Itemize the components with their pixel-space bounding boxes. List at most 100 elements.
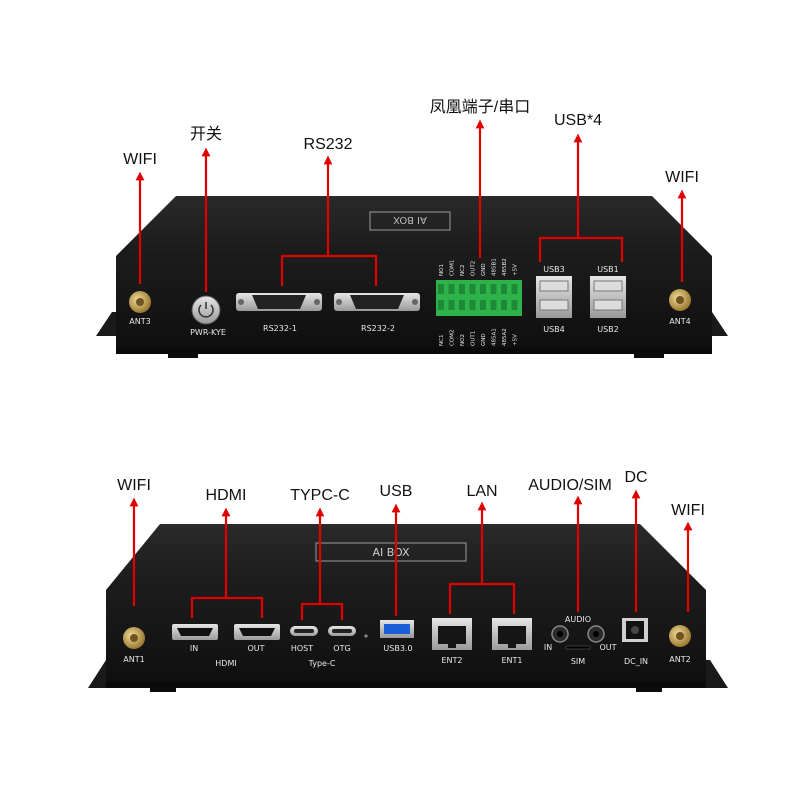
callout-lan: LAN (466, 483, 498, 500)
ent1-label: ENT1 (501, 656, 522, 665)
bracket-typec (300, 602, 344, 620)
hdmi-in-port: IN (172, 624, 218, 653)
ant4-connector: ANT4 (669, 289, 691, 326)
top-device: AI BOX ANT3 PWR-KYE (96, 196, 728, 358)
pwr-label: PWR-KYE (190, 328, 226, 337)
usb1-usb2-stack: USB1 USB2 (590, 265, 626, 334)
terminal-pin (438, 284, 444, 294)
hdmi-out-port: OUT (234, 624, 280, 653)
callout-typec: TYPC-C (290, 487, 350, 504)
terminal-label-bottom: NC1 (439, 335, 445, 346)
ant2-label: ANT2 (669, 655, 690, 664)
usb3-usb4-stack: USB3 USB4 (536, 265, 572, 334)
terminal-label-bottom: 485A2 (502, 328, 508, 346)
typec-host-port: HOST (290, 626, 318, 653)
terminal-label-bottom: +5V (513, 334, 519, 346)
sim-label: SIM (571, 657, 585, 666)
terminal-label-top: NC2 (460, 265, 466, 276)
terminal-pin (469, 284, 476, 294)
terminal-pin (511, 300, 518, 310)
terminal-pin (459, 300, 465, 310)
bottom-logo-text: AI BOX (372, 546, 410, 559)
terminal-pin (511, 284, 518, 294)
top-logo-plate: AI BOX (369, 211, 451, 231)
usb4-label: USB4 (543, 325, 565, 334)
ant2-connector: ANT2 (669, 625, 691, 664)
top-callout-arrows (135, 119, 687, 292)
terminal-pin (480, 284, 486, 294)
ent2-port: ENT2 (432, 618, 472, 665)
typec-host-label: HOST (291, 644, 313, 653)
bottom-case-lid (106, 524, 706, 590)
ant3-connector: ANT3 (129, 291, 151, 326)
callout-audio-sim: AUDIO/SIM (528, 477, 612, 494)
usb1-label: USB1 (597, 265, 619, 274)
hdmi-group-label: HDMI (215, 659, 236, 668)
audio-out-label: OUT (599, 643, 616, 652)
dc-in-label: DC_IN (624, 657, 648, 666)
usb30-label: USB3.0 (383, 644, 412, 653)
terminal-pin (490, 300, 497, 310)
terminal-pin (469, 300, 476, 310)
terminal-pin (438, 300, 444, 310)
ant1-label: ANT1 (123, 655, 144, 664)
ant1-connector: ANT1 (123, 627, 145, 664)
rs232-2-label: RS232-2 (361, 324, 395, 333)
rs232-2-port: RS232-2 (334, 293, 420, 333)
callout-hdmi: HDMI (205, 487, 247, 504)
sim-slot (565, 645, 591, 650)
terminal-label-bottom: NO2 (460, 334, 466, 346)
bracket-usb4 (538, 236, 624, 262)
bottom-logo-plate: AI BOX (315, 542, 467, 562)
audio-sim-block: AUDIO IN OUT SIM (544, 615, 617, 666)
top-logo-text: AI BOX (393, 214, 427, 225)
dc-in-jack: DC_IN (622, 618, 648, 666)
terminal-pin (501, 284, 507, 294)
terminal-label-bottom: GND (481, 333, 487, 346)
callout-phoenix-terminal: 凤凰端子/串口 (429, 99, 531, 116)
terminal-pin (501, 300, 507, 310)
terminal-label-top: 485B1 (492, 258, 498, 276)
terminal-pin (490, 284, 497, 294)
terminal-label-bottom: 485A1 (492, 328, 498, 346)
top-flange-left (96, 312, 120, 336)
top-case-lid (116, 196, 712, 256)
callout-wifi-right-top: WIFI (665, 169, 699, 186)
terminal-label-top: OUT2 (471, 261, 477, 276)
bottom-device: AI BOX ANT1 IN OUT (88, 524, 728, 692)
typec-otg-label: OTG (333, 644, 350, 653)
typec-otg-port: OTG (328, 626, 356, 653)
callout-dc: DC (624, 469, 648, 486)
callout-wifi-right-bottom: WIFI (671, 502, 705, 519)
usb2-label: USB2 (597, 325, 619, 334)
callout-power-switch: 开关 (189, 126, 223, 143)
usb30-port: USB3.0 (380, 620, 414, 653)
terminal-label-top: 485B2 (502, 258, 508, 276)
terminal-label-top: +5V (513, 264, 519, 276)
bottom-flange-right (700, 660, 728, 688)
audio-label: AUDIO (565, 615, 591, 624)
power-icon (198, 304, 214, 318)
callout-wifi-left-top: WIFI (123, 151, 157, 168)
power-button: PWR-KYE (190, 295, 226, 337)
callout-wifi-left-bottom: WIFI (117, 477, 151, 494)
usb3-label: USB3 (543, 265, 565, 274)
ant3-label: ANT3 (129, 317, 150, 326)
audio-in-label: IN (544, 643, 552, 652)
hdmi-in-label: IN (190, 644, 198, 653)
terminal-pin (448, 284, 455, 294)
rs232-1-label: RS232-1 (263, 324, 297, 333)
terminal-label-top: NO1 (439, 264, 445, 276)
terminal-label-bottom: OUT1 (471, 331, 477, 346)
bottom-callout-arrows (129, 489, 693, 620)
terminal-pin (459, 284, 465, 294)
terminal-pin (480, 300, 486, 310)
callout-usb: USB (379, 483, 413, 500)
ent1-port: ENT1 (492, 618, 532, 665)
typec-group-label: Type-C (308, 659, 336, 668)
